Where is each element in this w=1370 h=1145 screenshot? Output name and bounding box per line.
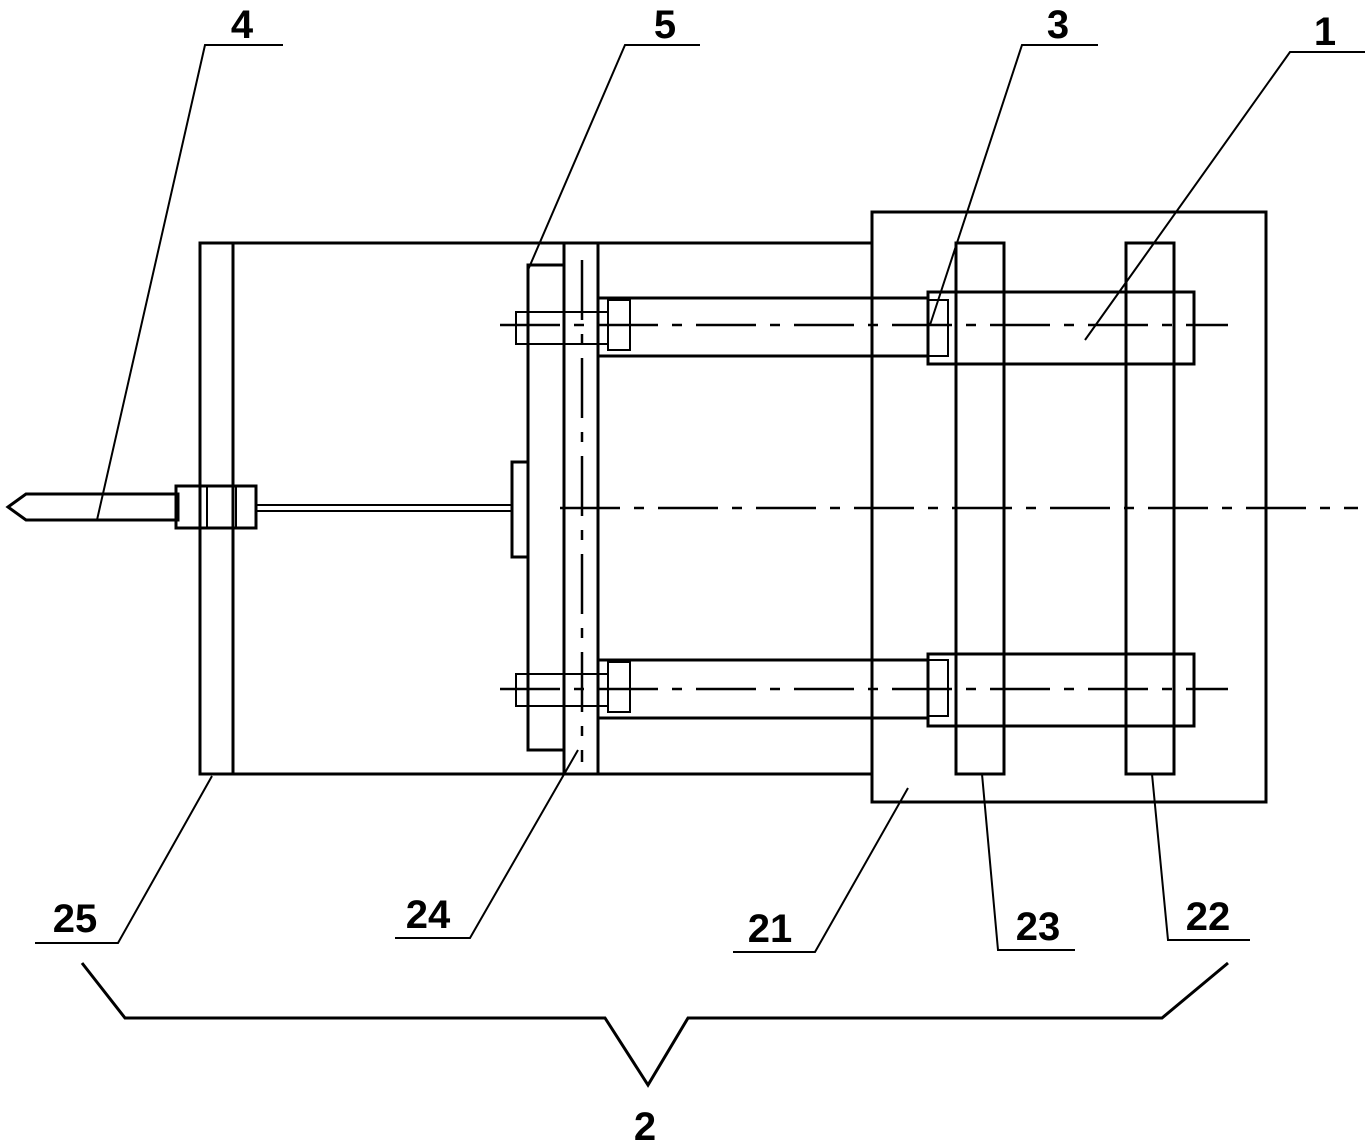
label-25: 25 bbox=[53, 897, 98, 941]
label-22: 22 bbox=[1186, 895, 1231, 939]
label-4: 4 bbox=[231, 3, 254, 47]
screw-rod-4 bbox=[5, 484, 512, 530]
label-1: 1 bbox=[1314, 10, 1336, 54]
center-lines bbox=[500, 260, 1358, 762]
label-21: 21 bbox=[748, 907, 793, 951]
label-24: 24 bbox=[406, 893, 451, 937]
leader-lines bbox=[35, 44, 1365, 953]
label-2: 2 bbox=[634, 1105, 656, 1145]
upper-cylinder bbox=[515, 290, 1196, 366]
label-3: 3 bbox=[1047, 3, 1069, 47]
part-labels: 4 5 3 1 25 24 21 23 22 2 bbox=[53, 3, 1336, 1145]
label-23: 23 bbox=[1016, 905, 1061, 949]
label-5: 5 bbox=[654, 3, 676, 47]
group-brace-2 bbox=[80, 961, 1229, 1088]
